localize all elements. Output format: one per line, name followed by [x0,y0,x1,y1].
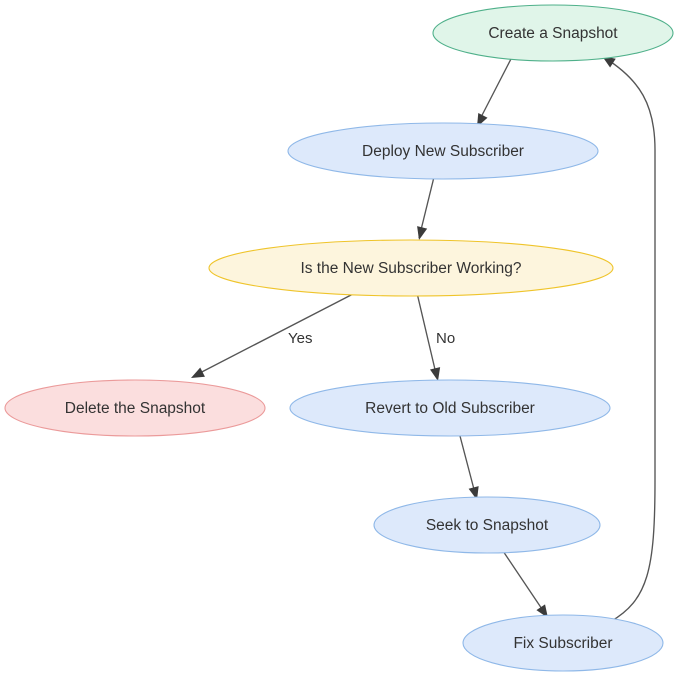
arrowhead-icon [536,604,548,618]
edge-line [476,56,513,126]
edges-layer [191,56,656,623]
node-label: Create a Snapshot [488,25,618,42]
node-revert-old-subscriber[interactable]: Revert to Old Subscriber [289,379,611,437]
edge-label-yes: Yes [288,330,312,347]
node-label: Revert to Old Subscriber [365,400,535,417]
node-is-working[interactable]: Is the New Subscriber Working? [208,239,614,297]
edge-line [502,550,547,616]
node-shape[interactable] [462,614,664,672]
edge-deploy_to_working [417,176,435,240]
edge-line [604,57,656,623]
node-label: Deploy New Subscriber [362,143,524,160]
node-seek-to-snapshot[interactable]: Seek to Snapshot [373,496,601,554]
node-shape[interactable] [432,4,674,62]
edge-labels-layer: Yes No [288,330,455,347]
edge-seek_to_fix [502,550,548,618]
node-shape[interactable] [208,239,614,297]
node-label: Fix Subscriber [513,635,612,652]
node-label: Is the New Subscriber Working? [300,260,521,277]
edge-revert_to_seek [459,435,479,500]
node-fix-subscriber[interactable]: Fix Subscriber [462,614,664,672]
arrowhead-icon [430,367,441,381]
node-shape[interactable] [373,496,601,554]
node-label: Seek to Snapshot [426,517,549,534]
edge-fix_to_create [602,56,656,623]
edge-line [193,293,354,377]
edge-line [459,435,477,498]
node-create-snapshot[interactable]: Create a Snapshot [432,4,674,62]
edge-working_yes_delete [191,293,354,378]
edge-line [416,292,438,379]
arrowhead-icon [602,56,616,68]
node-shape[interactable] [289,379,611,437]
arrowhead-icon [191,367,205,378]
arrowhead-icon [417,226,428,240]
node-shape[interactable] [4,379,266,437]
edge-create_to_deploy [476,56,513,127]
node-deploy-new-subscriber[interactable]: Deploy New Subscriber [287,122,599,180]
node-delete-snapshot[interactable]: Delete the Snapshot [4,379,266,437]
edge-label-no: No [436,330,455,347]
arrowhead-icon [468,486,479,500]
node-label: Delete the Snapshot [65,400,206,417]
edge-working_no_revert [416,292,441,381]
node-shape[interactable] [287,122,599,180]
